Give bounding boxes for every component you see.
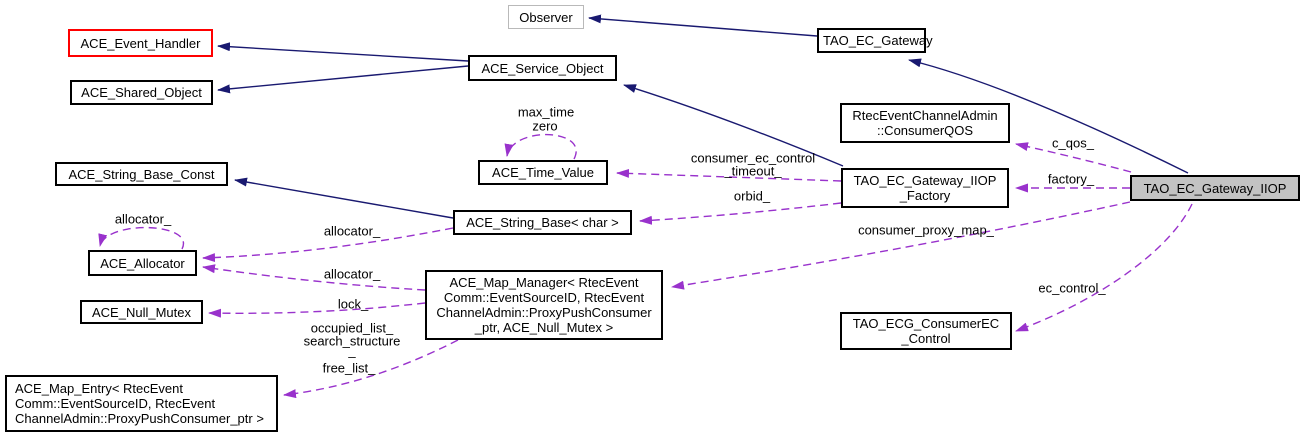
node-label-line: RtecEventChannelAdmin [852, 108, 998, 123]
node-label-line: ACE_Allocator [100, 255, 185, 271]
edge-consumer-ec-control-timeout [616, 168, 842, 182]
edge-string-base-allocator [202, 227, 454, 263]
node-label-line: ChannelAdmin::ProxyPushConsumer_ptr > [15, 411, 264, 426]
edge-label: zero [532, 118, 558, 134]
edge-label: _ [348, 343, 356, 359]
edge-map-manager-allocator [202, 264, 426, 291]
node-ace-string-base-char[interactable]: ACE_String_Base< char > [453, 210, 632, 235]
edge-orbid [639, 202, 842, 225]
edge-consumer-proxy-map [671, 201, 1131, 290]
node-ace-time-value[interactable]: ACE_Time_Value [478, 160, 608, 185]
node-tao-ec-gateway-iiop-factory[interactable]: TAO_EC_Gateway_IIOP_Factory [841, 168, 1009, 208]
node-label-line: TAO_EC_Gateway [823, 33, 933, 48]
edge-label: ec_control_ [1038, 280, 1106, 296]
edge-label: allocator_ [323, 223, 381, 239]
node-ace-service-object[interactable]: ACE_Service_Object [468, 55, 617, 81]
node-label-line: ChannelAdmin::ProxyPushConsumer [436, 305, 652, 320]
node-tao-ec-gateway-iiop: TAO_EC_Gateway_IIOP [1130, 175, 1300, 201]
edge-string-base-to-const [234, 177, 454, 219]
edge-label: occupied_list_ [310, 320, 394, 336]
node-label-line: ACE_Null_Mutex [92, 304, 191, 320]
edge-label: lock_ [337, 296, 369, 312]
node-label-line: ACE_Time_Value [492, 165, 594, 180]
edge-iiop-to-gateway [908, 58, 1189, 174]
node-label-line: TAO_EC_Gateway_IIOP [853, 173, 997, 188]
node-label-line: _ptr, ACE_Null_Mutex > [474, 320, 614, 335]
node-tao-ec-gateway[interactable]: TAO_EC_Gateway [817, 28, 933, 53]
node-label-line: ACE_Map_Entry< RtecEvent [15, 381, 183, 396]
node-label-line: Observer [519, 9, 573, 25]
node-label-line: ACE_String_Base< char > [466, 215, 619, 230]
edge-allocator-self-loop [98, 226, 185, 250]
edge-service-to-shared-object [217, 65, 469, 94]
node-label-line: _Factory [899, 188, 951, 203]
edge-time-value-self-loop [504, 133, 577, 160]
node-label-line: ACE_Shared_Object [81, 85, 202, 100]
edge-label: _timeout_ [724, 163, 782, 179]
node-ace-allocator[interactable]: ACE_Allocator [88, 250, 197, 276]
edge-label: factory_ [1047, 171, 1095, 187]
edge-label: consumer_ec_control [690, 150, 816, 166]
edge-label: orbid_ [733, 188, 771, 204]
edge-gateway-to-observer [588, 14, 818, 37]
node-label-line: ACE_Event_Handler [80, 35, 201, 51]
edge-ec-control [1015, 203, 1193, 332]
node-ace-shared-object[interactable]: ACE_Shared_Object [70, 80, 213, 105]
node-label-line: _Control [901, 331, 951, 346]
node-label-line: Comm::EventSourceID, RtecEvent [443, 290, 645, 305]
node-label-line: ::ConsumerQOS [876, 123, 974, 138]
edge-label: allocator_ [114, 211, 172, 227]
node-observer: Observer [508, 5, 584, 29]
node-rtec-consumer-qos[interactable]: RtecEventChannelAdmin::ConsumerQOS [840, 103, 1010, 143]
node-ace-event-handler[interactable]: ACE_Event_Handler [68, 29, 213, 57]
edge-label: consumer_proxy_map_ [858, 222, 994, 238]
edge-label: free_list_ [322, 360, 376, 376]
node-label-line: ACE_Map_Manager< RtecEvent [449, 275, 639, 290]
node-label-line: Comm::EventSourceID, RtecEvent [15, 396, 216, 411]
node-label-line: ACE_Service_Object [481, 60, 604, 76]
node-label-line: TAO_ECG_ConsumerEC [852, 316, 1000, 331]
edge-map-manager-free-list [283, 339, 459, 399]
edge-label: search_structure [303, 333, 401, 349]
node-label-line: ACE_String_Base_Const [68, 166, 215, 182]
edge-label: allocator_ [323, 266, 381, 282]
edge-label: c_qos_ [1052, 135, 1094, 151]
node-label-line: TAO_EC_Gateway_IIOP [1143, 180, 1287, 196]
node-ace-null-mutex[interactable]: ACE_Null_Mutex [80, 300, 203, 324]
edge-map-manager-lock [208, 302, 426, 318]
node-ace-string-base-const[interactable]: ACE_String_Base_Const [55, 162, 228, 186]
edge-service-to-event-handler [217, 42, 469, 62]
node-tao-ecg-consumer-ec-control[interactable]: TAO_ECG_ConsumerEC_Control [840, 312, 1012, 350]
edge-c-qos [1015, 142, 1132, 173]
edge-label: max_time [517, 104, 575, 120]
edge-factory-to-service-object [623, 84, 844, 167]
